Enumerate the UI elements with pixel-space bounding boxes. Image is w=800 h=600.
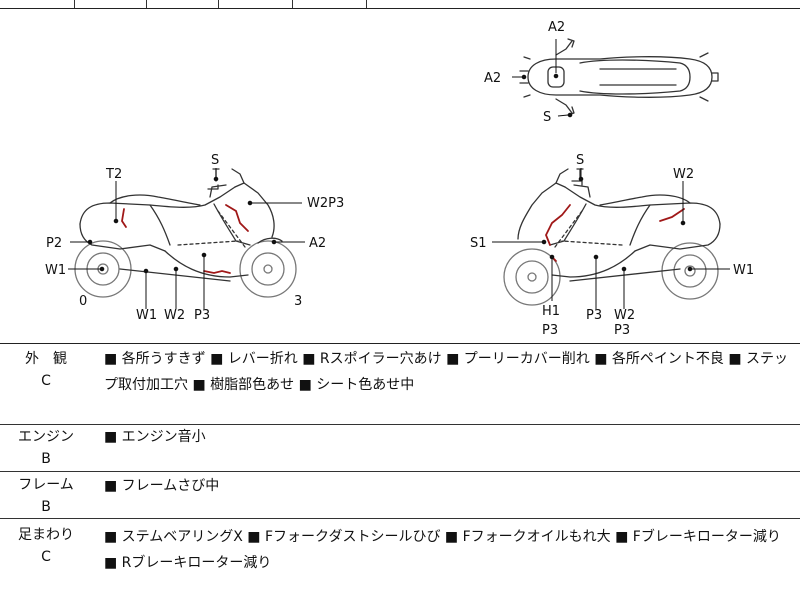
header-cell: [218, 0, 293, 8]
label-right-h1: H1: [542, 304, 560, 319]
row-category: フレーム B: [0, 474, 92, 518]
label-right-p3-under-w2: P3: [614, 323, 630, 338]
label-left-w2-bottom: W2: [164, 308, 185, 323]
label-left-three: 3: [294, 294, 302, 309]
row-description: ■ エンジン音小: [104, 429, 206, 445]
row-category: 足まわり C: [0, 524, 92, 568]
scooter-right-view: [503, 168, 721, 306]
header-cell: [292, 0, 367, 8]
damage-marks: [121, 204, 685, 274]
row-grade: C: [41, 373, 51, 389]
condition-row-suspension: 足まわり C ■ ステムベアリングX ■ Fフォークダストシールひび ■ Fフォ…: [0, 519, 800, 600]
label-left-p2: P2: [46, 236, 62, 251]
row-description: ■ フレームさび中: [104, 478, 220, 494]
label-left-s: S: [211, 153, 219, 168]
label-top-s: S: [543, 110, 551, 125]
label-left-zero: 0: [79, 294, 87, 309]
condition-row-frame: フレーム B ■ フレームさび中: [0, 472, 800, 519]
row-category: 外 観 C: [0, 348, 92, 392]
row-description: ■ 各所うすきず ■ レバー折れ ■ Rスポイラー穴あけ ■ プーリーカバー削れ…: [104, 351, 789, 393]
label-right-p3-under-h1: P3: [542, 323, 558, 338]
row-description: ■ ステムベアリングX ■ Fフォークダストシールひび ■ Fフォークオイルもれ…: [104, 529, 781, 571]
damage-mark: [225, 204, 249, 232]
label-right-s1: S1: [470, 236, 487, 251]
damage-mark: [659, 208, 685, 222]
scooter-left-view: [74, 168, 297, 298]
label-top-a2-left: A2: [484, 71, 501, 86]
damage-mark: [545, 204, 571, 246]
label-right-w1: W1: [733, 263, 754, 278]
condition-row-exterior: 外 観 C ■ 各所うすきず ■ レバー折れ ■ Rスポイラー穴あけ ■ プーリ…: [0, 344, 800, 425]
row-grade: B: [41, 499, 51, 515]
condition-row-engine: エンジン B ■ エンジン音小: [0, 425, 800, 472]
label-left-w2p3: W2P3: [307, 196, 344, 211]
header-cell: [74, 0, 147, 8]
label-left-p3-bottom: P3: [194, 308, 210, 323]
damage-mark: [121, 208, 127, 228]
top-header-strip: [0, 0, 800, 9]
row-category-name: フレーム: [18, 477, 74, 493]
scooter-diagram: A2 A2 S S T2 W2P3 P2 A2 W1 0 3 W1 W2 P3 …: [45, 20, 754, 338]
row-category-name: 外 観: [25, 351, 67, 367]
label-left-t2: T2: [105, 167, 122, 182]
label-right-p3: P3: [586, 308, 602, 323]
label-left-w1: W1: [45, 263, 66, 278]
label-top-a2: A2: [548, 20, 565, 35]
row-category: エンジン B: [0, 426, 92, 470]
damage-mark: [203, 270, 231, 274]
label-right-w2-bottom: W2: [614, 308, 635, 323]
label-left-w1-bottom: W1: [136, 308, 157, 323]
row-grade: B: [41, 451, 51, 467]
row-grade: C: [41, 549, 51, 565]
label-right-s: S: [576, 153, 584, 168]
row-category-name: 足まわり: [18, 527, 74, 543]
header-cell: [146, 0, 219, 8]
scooter-top-view: [519, 38, 719, 116]
header-cell: [0, 0, 75, 8]
row-category-name: エンジン: [18, 429, 74, 445]
label-right-w2: W2: [673, 167, 694, 182]
damage-diagram-area: A2 A2 S S T2 W2P3 P2 A2 W1 0 3 W1 W2 P3 …: [0, 9, 800, 344]
label-left-a2: A2: [309, 236, 326, 251]
